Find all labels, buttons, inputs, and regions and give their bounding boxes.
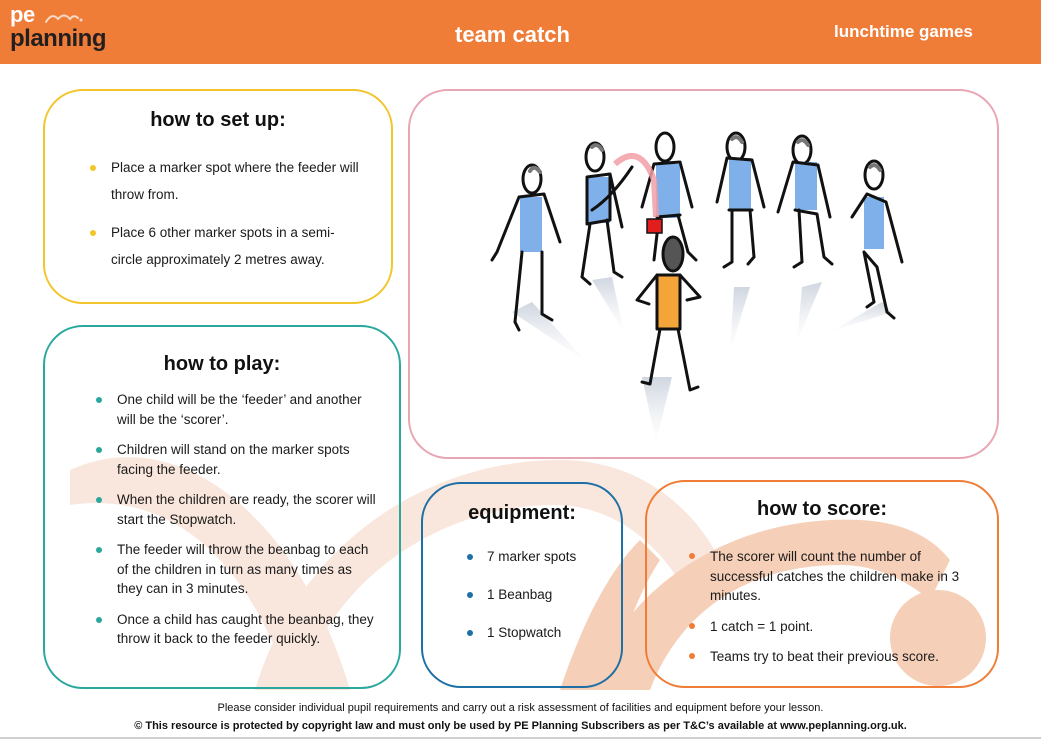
footer-divider: [0, 737, 1041, 739]
illustration-card: [408, 89, 999, 459]
bullet-icon: [96, 616, 102, 623]
bullet-icon: [96, 447, 102, 453]
play-item: When the children are ready, the scorer …: [96, 490, 379, 529]
bullet-icon: [689, 653, 695, 659]
copyright-notice: © This resource is protected by copyrigh…: [134, 720, 907, 732]
bullet-icon: [689, 622, 695, 629]
score-list: The scorer will count the number of succ…: [689, 547, 983, 667]
bullet-icon: [96, 497, 102, 503]
player-figure-3: [640, 131, 698, 262]
play-card: how to play: One child will be the ‘feed…: [43, 325, 401, 689]
equipment-list: 7 marker spots 1 Beanbag 1 Stopwatch: [467, 547, 611, 642]
play-list: One child will be the ‘feeder’ and anoth…: [96, 390, 379, 649]
play-item: Once a child has caught the beanbag, the…: [96, 610, 379, 649]
safety-notice: Please consider individual pupil require…: [217, 702, 824, 714]
score-item: The scorer will count the number of succ…: [689, 547, 983, 606]
player-figure-4: [715, 131, 766, 269]
equipment-card: equipment: 7 marker spots 1 Beanbag 1 St…: [421, 482, 623, 688]
beanbag-icon: [646, 218, 663, 234]
bullet-icon: [467, 592, 473, 598]
play-item: The feeder will throw the beanbag to eac…: [96, 540, 379, 599]
play-item: One child will be the ‘feeder’ and anoth…: [96, 390, 379, 429]
logo-pe-text: pe: [10, 2, 35, 27]
category-label: lunchtime games: [834, 22, 973, 41]
equipment-item: 7 marker spots: [467, 547, 611, 566]
bullet-icon: [96, 547, 102, 553]
play-heading: how to play:: [163, 353, 281, 375]
setup-item: Place a marker spot where the feeder wil…: [90, 154, 363, 208]
player-figure-5: [776, 134, 834, 269]
bullet-icon: [689, 553, 695, 559]
setup-card: how to set up: Place a marker spot where…: [43, 89, 393, 304]
header-bar: pe planning team catch lunchtime games: [0, 0, 1041, 64]
feeder-figure: [635, 235, 702, 392]
bullet-icon: [96, 397, 102, 403]
player-figure-2: [580, 141, 634, 286]
score-item: 1 catch = 1 point.: [689, 617, 983, 637]
equipment-item: 1 Beanbag: [467, 585, 611, 604]
throw-path: [613, 152, 659, 218]
equipment-heading: equipment:: [468, 502, 576, 524]
player-figure-1: [490, 163, 562, 332]
setup-heading: how to set up:: [150, 109, 286, 131]
bullet-icon: [467, 554, 473, 560]
setup-item: Place 6 other marker spots in a semi-cir…: [90, 219, 363, 273]
score-heading: how to score:: [756, 498, 887, 520]
shadows: [512, 277, 892, 442]
logo-swoosh-icon: [45, 14, 83, 23]
bullet-icon: [90, 230, 96, 236]
pe-planning-logo: pe planning: [10, 4, 110, 60]
bullet-icon: [90, 165, 96, 171]
player-figure-6: [850, 159, 904, 320]
page-title: team catch: [455, 22, 570, 47]
team-catch-illustration: [490, 131, 904, 442]
score-item: Teams try to beat their previous score.: [689, 647, 983, 667]
score-card: how to score: The scorer will count the …: [645, 480, 999, 688]
bullet-icon: [467, 630, 473, 636]
play-item: Children will stand on the marker spots …: [96, 440, 379, 479]
equipment-item: 1 Stopwatch: [467, 623, 611, 642]
logo-planning-text: planning: [10, 25, 106, 52]
setup-list: Place a marker spot where the feeder wil…: [90, 154, 363, 273]
